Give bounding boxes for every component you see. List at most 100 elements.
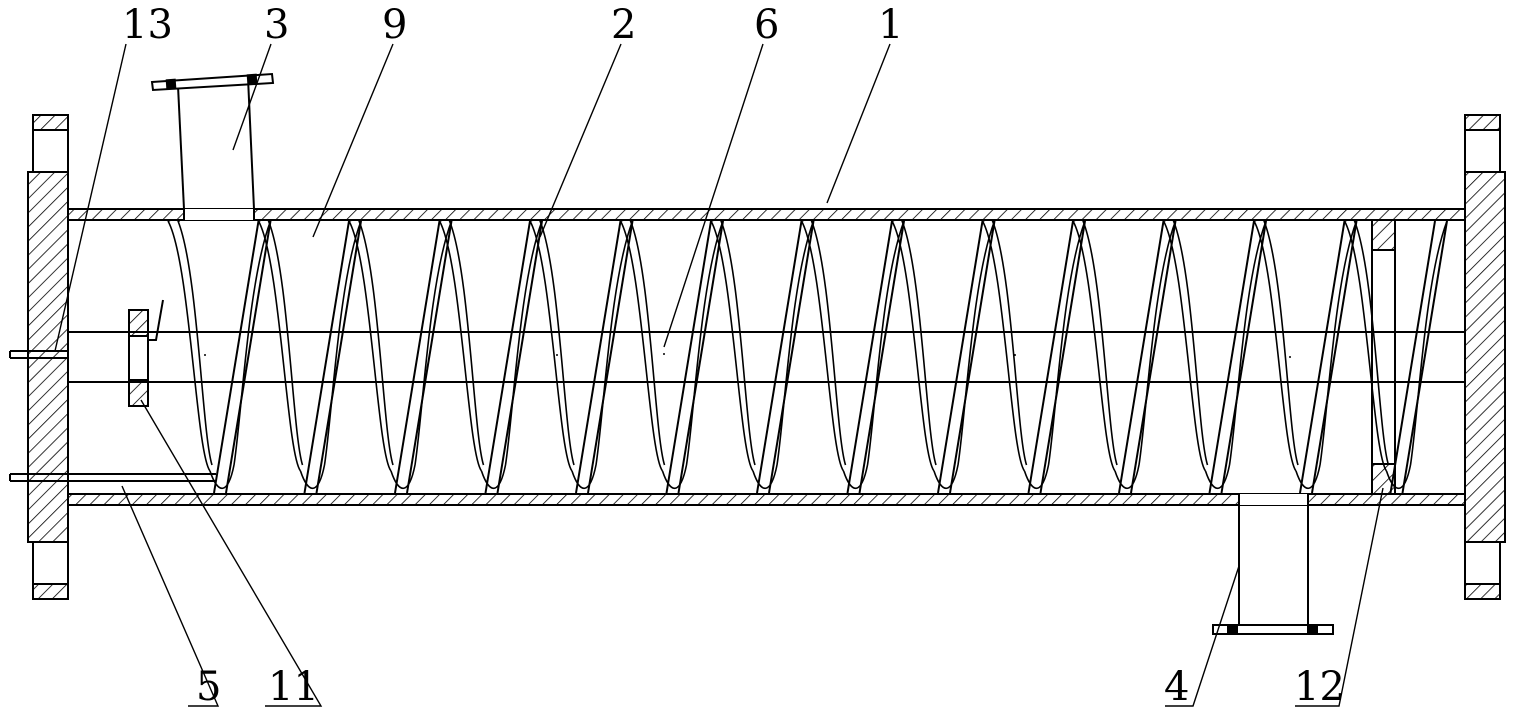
coil-turn [390, 464, 416, 490]
coil-turn [1047, 220, 1086, 466]
pipe-5 [9, 473, 216, 482]
coil-turn [619, 220, 664, 472]
label-9: 9 [382, 2, 407, 48]
coil-turn [891, 220, 905, 222]
coil-turn [991, 220, 1028, 466]
coil-turn [1072, 220, 1116, 472]
right-flange [1464, 114, 1506, 600]
coil-turn [257, 220, 271, 222]
coil-turn [529, 220, 543, 222]
coil-turn [756, 220, 803, 494]
coil-turn [1172, 220, 1209, 466]
coil-turn [167, 220, 211, 472]
coil-turn [1343, 220, 1388, 472]
label-4: 4 [1164, 664, 1189, 710]
label-6: 6 [754, 2, 779, 48]
coil-turn [1027, 220, 1074, 494]
coil-turn [800, 220, 814, 222]
coil-turn [933, 464, 959, 490]
coil-turn [233, 220, 272, 466]
coil-turn [1389, 220, 1436, 494]
coil-turn [406, 220, 453, 494]
coil-turn [981, 220, 1026, 472]
coil-turn [685, 220, 724, 466]
coil-turn [414, 220, 453, 466]
label-2: 2 [611, 2, 636, 48]
coil-turn [595, 220, 634, 466]
coil-turn [720, 220, 756, 466]
coil-turn [394, 220, 441, 494]
inlet-nozzle [150, 72, 275, 220]
coil-turn [776, 220, 815, 466]
coil-turn [981, 220, 995, 222]
left-baffle [128, 299, 164, 407]
coil-turn [1118, 220, 1165, 494]
coil-turn [575, 220, 622, 494]
coil-turn [1204, 464, 1231, 490]
coil-turn [1311, 220, 1358, 494]
coil-turn [1409, 220, 1448, 466]
coil-turn [257, 220, 302, 472]
coil-turn [587, 220, 634, 494]
label-5: 5 [196, 664, 221, 710]
pipe-13 [9, 350, 68, 359]
coil-turn [167, 220, 181, 222]
helical-coil [167, 220, 1448, 494]
coil-turn [539, 220, 575, 466]
coil-turn [800, 220, 845, 472]
coil-turn [303, 220, 350, 494]
coil-turn [1072, 220, 1086, 222]
coil-turn [299, 464, 326, 490]
coil-turn [1353, 220, 1390, 466]
coil-turn [348, 220, 392, 472]
coil-turn [1295, 464, 1321, 490]
coil-turn [1162, 220, 1176, 222]
coil-turn [1208, 220, 1255, 494]
coil-turn [315, 220, 362, 494]
coil-turn [677, 220, 724, 494]
coil-turn [768, 220, 815, 494]
coil-turn [1023, 464, 1050, 490]
part-labels: 13 3 9 2 6 1 5 11 4 12 [122, 2, 1345, 710]
coil-turn [480, 464, 507, 490]
coil-turn [1039, 220, 1086, 494]
coil-turn [901, 220, 937, 466]
central-shaft [68, 331, 1465, 383]
coil-turn [213, 220, 260, 494]
coil-turn [1319, 220, 1358, 466]
coil-turn [348, 220, 362, 222]
coil-turn [438, 220, 452, 222]
coil-turn [484, 220, 531, 494]
coil-turn [1299, 220, 1346, 494]
coil-turn [177, 220, 213, 466]
coil-turn [949, 220, 996, 494]
support-ring [1371, 219, 1396, 495]
coil-turn [842, 464, 869, 490]
coil-turn [937, 220, 984, 494]
coil-turn [358, 220, 394, 466]
coil-turn [1253, 220, 1267, 222]
coil-turn [209, 464, 235, 490]
center-marks [204, 353, 1291, 358]
coil-turn [846, 220, 893, 494]
coil-turn [957, 220, 996, 466]
coil-turn [752, 464, 778, 490]
leader-lines [54, 43, 1384, 707]
label-11: 11 [268, 664, 319, 710]
coil-turn [891, 220, 935, 472]
coil-turn [571, 464, 597, 490]
coil-turn [1401, 220, 1448, 494]
coil-turn [225, 220, 272, 494]
coil-turn [1114, 464, 1140, 490]
coil-turn [858, 220, 905, 494]
label-1: 1 [878, 2, 903, 48]
coil-turn [710, 220, 724, 222]
coil-turn [1220, 220, 1267, 494]
coil-turn [267, 220, 304, 466]
coil-turn [1082, 220, 1118, 466]
coil-turn [504, 220, 543, 466]
coil-turn [438, 220, 483, 472]
coil-turn [1138, 220, 1177, 466]
